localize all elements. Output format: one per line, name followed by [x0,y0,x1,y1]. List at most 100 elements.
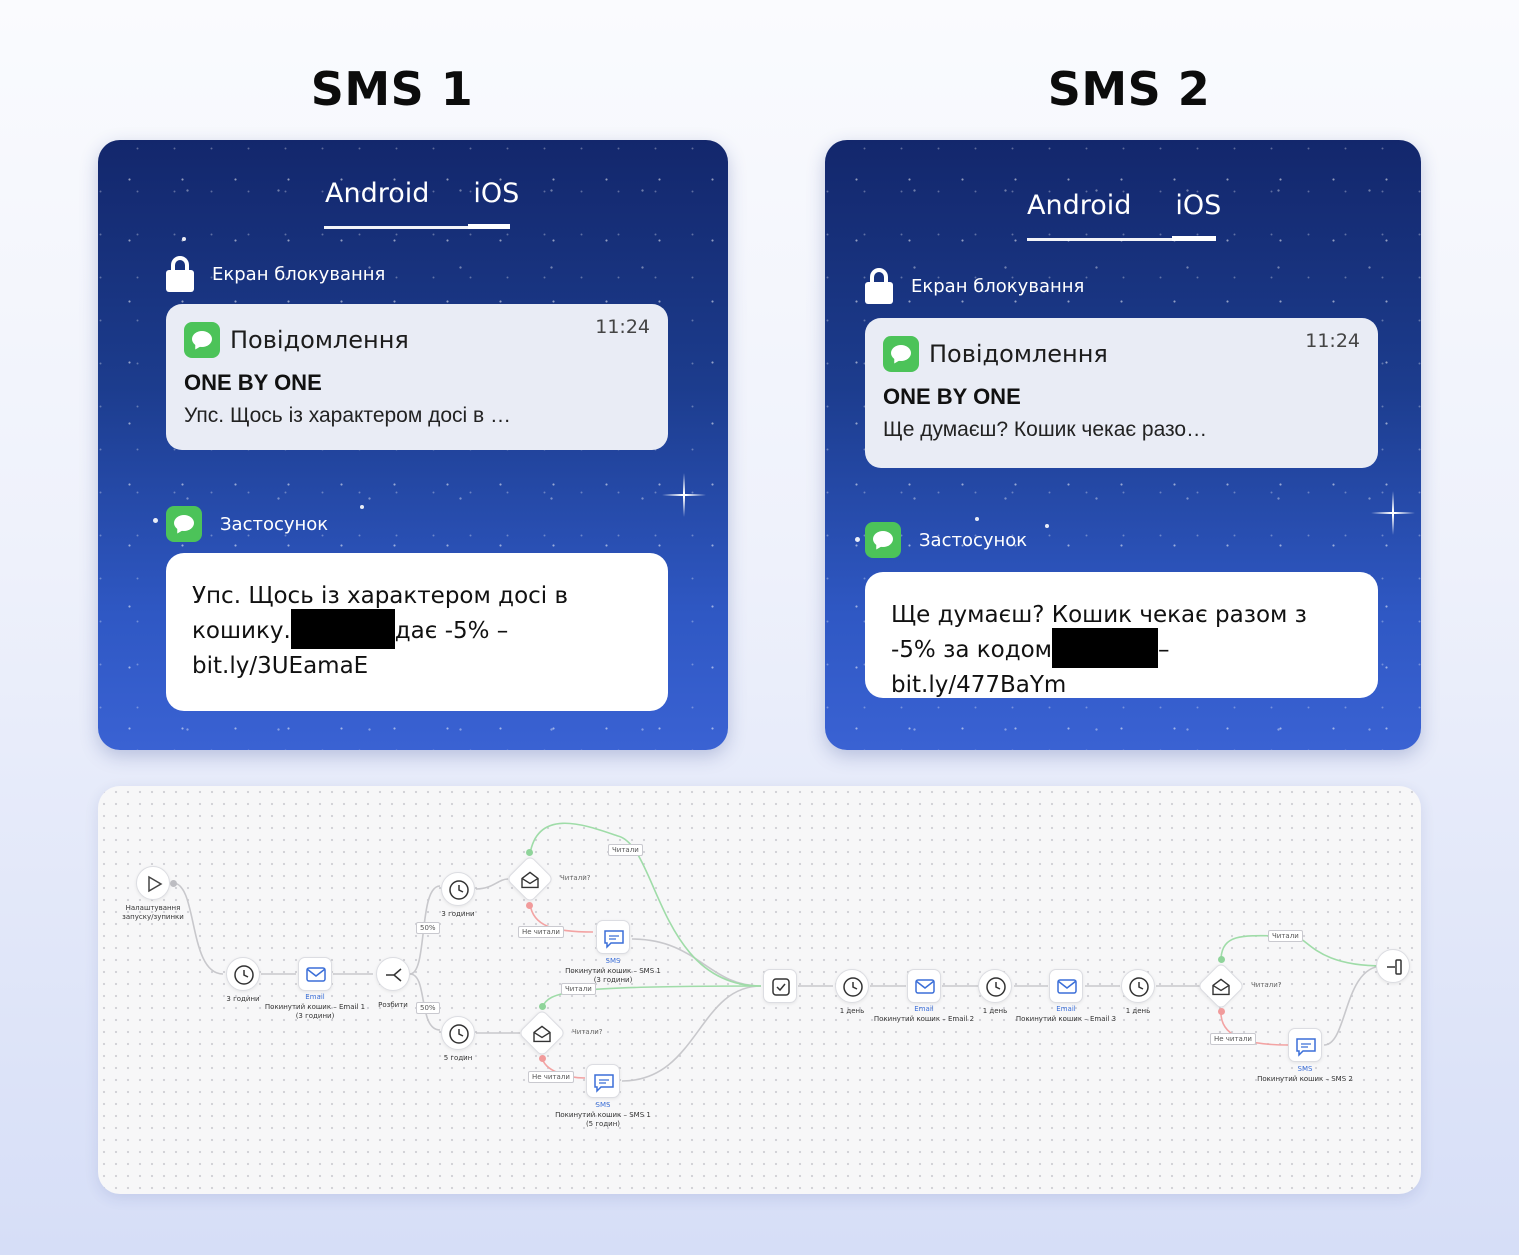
wait-node-label: 5 годин [443,1054,473,1062]
clock-icon [1129,977,1149,997]
tab-ios[interactable]: iOS [1175,190,1222,221]
wait-node[interactable] [1121,969,1155,1003]
exit-node[interactable] [1376,949,1410,983]
automation-flow-canvas[interactable]: Налаштування запуску/зупинки 3 години Em… [98,786,1421,1194]
app-message-bubble[interactable]: Упс. Щось із характером досі в кошику.да… [166,553,668,711]
message-text-part1: Ще думаєш? Кошик чекає разом з -5% за ко… [891,602,1307,663]
message-text-part2: – bit.ly/477BaYm [891,637,1170,698]
notification-preview: Упс. Щось із характером досі в … [184,404,512,427]
clock-icon [986,977,1006,997]
lock-screen-header: Екран блокування [865,268,1084,304]
check-icon [772,978,790,996]
wait-node-label: 1 день [982,1007,1008,1015]
sparkle-icon [662,473,706,517]
notification-sender: ONE BY ONE [883,384,1021,409]
app-header: Застосунок [166,506,328,542]
notification-app-name: Повідомлення [929,340,1108,368]
wait-node[interactable] [441,1016,475,1050]
edge [621,985,762,1082]
wait-node[interactable] [226,957,260,991]
app-message-bubble[interactable]: Ще думаєш? Кошик чекає разом з -5% за ко… [865,572,1378,698]
lock-screen-label: Екран блокування [212,263,386,285]
platform-tabs: Android iOS [325,178,519,225]
email-node-label: Покинутий кошик – Email 1 (3 години) [264,1003,366,1020]
split-node[interactable] [376,957,410,991]
wait-node[interactable] [835,969,869,1003]
mail-open-icon [533,1025,551,1043]
sms-node[interactable] [1288,1028,1322,1062]
clock-icon [449,880,469,900]
message-text-part2: дає -5% – bit.ly/3UEamaE [192,618,509,679]
port-read [539,1003,546,1010]
port-unread [539,1055,546,1062]
sms-type-label: SMS [605,957,621,965]
wait-node[interactable] [441,872,475,906]
node-port [170,880,177,887]
envelope-icon [306,967,326,982]
redacted-promo-code [290,608,395,649]
notification-app-name: Повідомлення [230,326,409,354]
envelope-icon [915,979,935,994]
sms1-title: SMS 1 [310,62,474,116]
read-condition-label: Читали? [1251,981,1282,989]
star [1045,524,1049,528]
tab-active-indicator [1172,236,1216,241]
port-read [526,849,533,856]
tab-android[interactable]: Android [325,178,430,209]
read-condition-node[interactable] [505,854,555,904]
notification-time: 11:24 [1305,330,1360,352]
sms-node[interactable] [596,920,630,954]
read-condition-node[interactable] [1196,961,1246,1011]
email-node[interactable] [1049,969,1083,1003]
edge [1323,965,1384,1046]
wait-node-label: 1 день [839,1007,865,1015]
mail-open-icon [521,871,539,889]
email-node-label: Покинутий кошик – Email 3 [1015,1015,1117,1023]
email-node[interactable] [907,969,941,1003]
sms-type-label: SMS [1297,1065,1313,1073]
split-percent-bottom: 50% [416,1002,440,1014]
star [360,505,364,509]
tab-android[interactable]: Android [1027,190,1132,221]
edge-read [529,822,762,987]
sms-node-label: Покинутий кошик – SMS 1 (3 години) [565,967,661,984]
play-icon [148,875,163,893]
tab-ios[interactable]: iOS [473,178,520,209]
split-icon [386,968,402,982]
unread-tag: Не читали [528,1071,574,1083]
sms-icon [594,1074,614,1093]
unread-tag: Не читали [518,926,564,938]
email-type-label: Email [914,1005,934,1013]
app-label: Застосунок [220,513,329,535]
merge-node[interactable] [763,969,797,1003]
port-unread [526,902,533,909]
edge [475,878,509,890]
sms-icon [604,930,624,949]
read-condition-node[interactable] [517,1008,567,1058]
tabs-underline [324,226,508,229]
sms-node[interactable] [586,1064,620,1098]
exit-icon [1387,959,1402,975]
app-header: Застосунок [865,522,1027,558]
sms-node-label: Покинутий кошик – SMS 1 (5 годин) [555,1111,651,1128]
star [182,237,186,241]
flow-connectors [172,822,1384,1082]
notification-sender: ONE BY ONE [184,370,322,395]
notification-time: 11:24 [595,316,650,338]
lock-screen-label: Екран блокування [911,275,1085,297]
read-condition-label: Читали? [572,1028,603,1036]
mail-open-icon [1212,978,1230,996]
messages-app-icon [883,336,919,372]
lock-icon [166,256,194,292]
wait-node[interactable] [978,969,1012,1003]
sms2-title: SMS 2 [1047,62,1211,116]
clock-icon [843,977,863,997]
start-node[interactable] [136,866,170,900]
email-node[interactable] [298,957,332,991]
messages-app-icon [184,322,220,358]
lock-screen-notification[interactable]: Повідомлення 11:24 ONE BY ONE Упс. Щось … [166,304,668,450]
star [153,518,158,523]
read-tag: Читали [1268,930,1303,942]
wait-node-label: 1 день [1125,1007,1151,1015]
lock-screen-notification[interactable]: Повідомлення 11:24 ONE BY ONE Ще думаєш?… [865,318,1378,468]
